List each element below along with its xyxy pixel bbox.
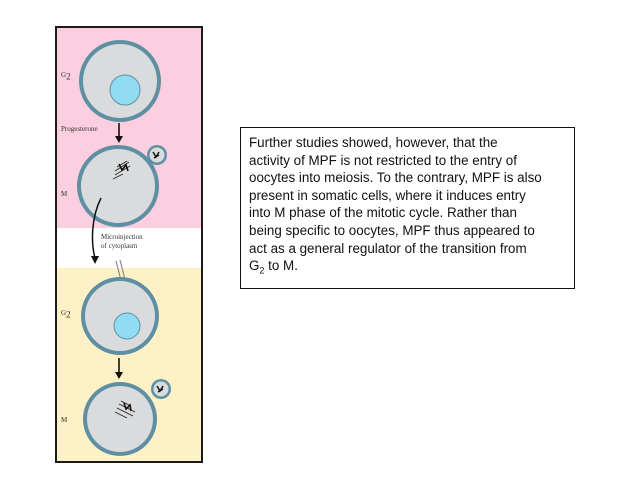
arrow-down-icon [115,123,123,143]
description-textbox: Further studies showed, however, that th… [240,127,575,289]
microinjection-arrow-icon [91,197,102,264]
label-microinjection-line1: Microinjection [101,233,143,241]
label-g2-bottom: G2 [61,309,71,320]
oocyte-g2-top [79,40,161,122]
cell-cycle-figure: G2 Progesterone M Microinjection of cyto… [55,26,203,463]
polar-body-chromosomes-icon [152,151,160,159]
label-progesterone: Progesterone [61,125,98,133]
text-line: act as a general regulator of the transi… [249,240,527,256]
nucleus-bottom [113,312,141,340]
nucleus-top [109,74,141,106]
text-line: being specific to oocytes, MPF thus appe… [249,222,535,238]
text-line: oocytes into meiosis. To the contrary, M… [249,170,542,186]
label-m-top: M [61,190,68,198]
oocyte-m-top [77,145,167,227]
spindle-icon [114,400,136,419]
polar-body-chromosomes-icon [156,385,164,393]
label-m-bottom: M [61,416,68,424]
figure-illustration [57,28,201,461]
middle-panel [57,228,201,268]
label-microinjection-line2: of cytoplasm [101,242,138,250]
oocyte-g2-bottom [81,277,159,355]
text-line: G2 to M. [249,258,298,276]
oocyte-m-bottom [83,379,171,456]
text-line: present in somatic cells, where it induc… [249,187,526,203]
arrow-down-icon [115,358,123,379]
spindle-icon [112,160,131,180]
text-line: activity of MPF is not restricted to the… [249,152,517,168]
text-line: Further studies showed, however, that th… [249,135,498,150]
description-paragraph: Further studies showed, however, that th… [249,134,566,275]
text-line: into M phase of the mitotic cycle. Rathe… [249,205,517,221]
label-g2-top: G2 [61,71,71,82]
